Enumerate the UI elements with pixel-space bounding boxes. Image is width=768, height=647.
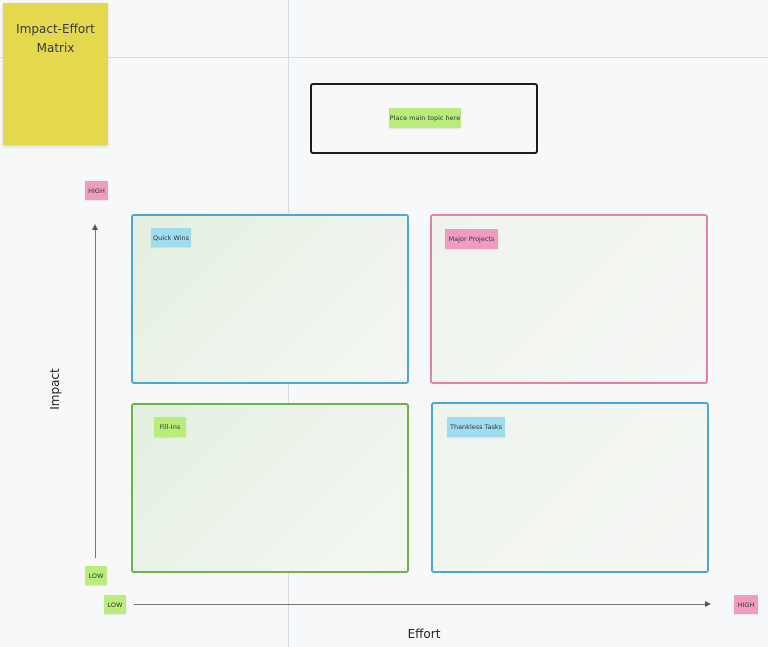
impact-low-note[interactable]: LOW	[85, 566, 107, 585]
effort-axis-line	[134, 604, 706, 605]
thankless-tasks-note[interactable]: Thankless Tasks	[447, 417, 505, 437]
fill-ins-label: Fill-Ins	[159, 423, 181, 431]
fill-ins-note[interactable]: Fill-Ins	[154, 417, 186, 437]
impact-axis-arrowhead	[92, 224, 98, 230]
effort-high-note[interactable]: HIGH	[734, 595, 758, 614]
impact-high-note[interactable]: HIGH	[85, 181, 108, 200]
thankless-tasks-label: Thankless Tasks	[449, 423, 503, 431]
major-projects-label: Major Projects	[448, 235, 495, 243]
impact-low-label: LOW	[88, 571, 104, 580]
canvas-guide-horizontal	[0, 57, 768, 58]
effort-low-label: LOW	[107, 600, 123, 609]
impact-high-label: HIGH	[88, 186, 105, 195]
effort-low-note[interactable]: LOW	[104, 595, 126, 614]
impact-axis-label: Impact	[48, 368, 62, 410]
quick-wins-note[interactable]: Quick Wins	[151, 228, 191, 247]
effort-axis-label: Effort	[407, 627, 441, 641]
major-projects-note[interactable]: Major Projects	[445, 229, 498, 249]
title-sticky-note[interactable]: Impact-Effort Matrix	[3, 3, 108, 145]
effort-axis-arrowhead	[705, 601, 711, 607]
impact-axis-line	[95, 228, 96, 558]
title-text: Impact-Effort Matrix	[16, 22, 95, 55]
main-topic-note[interactable]: Place main topic here	[389, 108, 461, 128]
main-topic-label: Place main topic here	[389, 114, 461, 122]
effort-high-label: HIGH	[737, 600, 755, 609]
quick-wins-label: Quick Wins	[152, 233, 190, 242]
